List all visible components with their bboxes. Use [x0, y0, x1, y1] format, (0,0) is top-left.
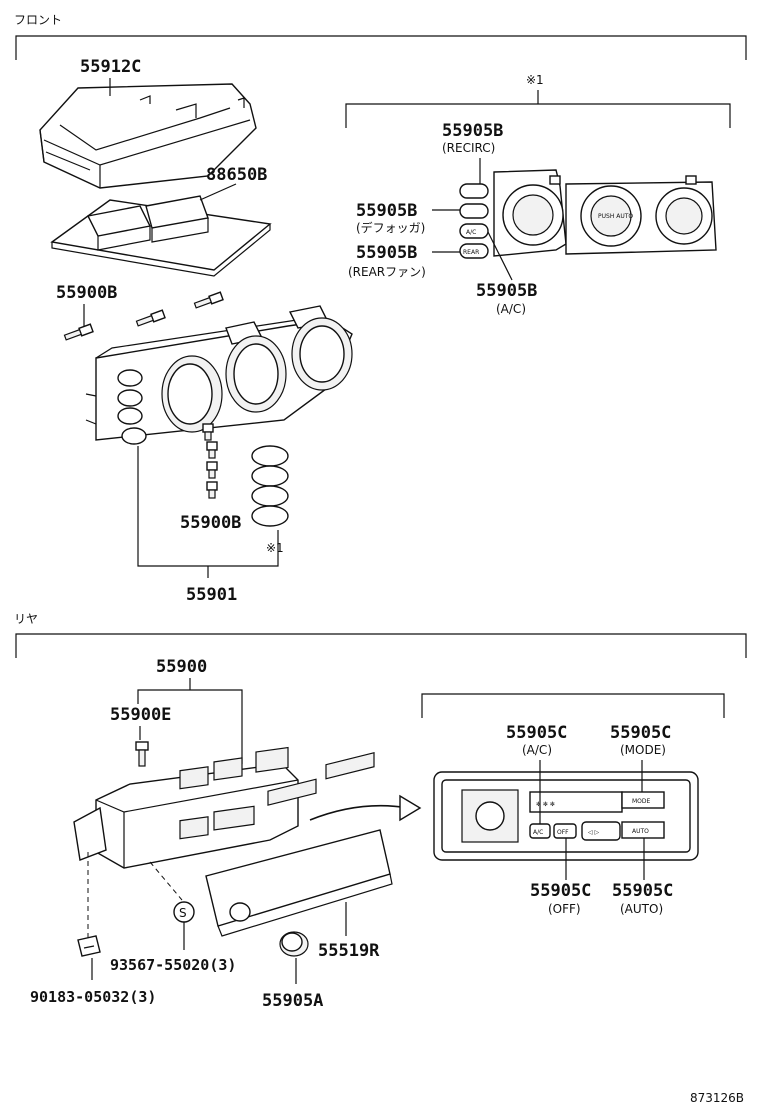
part-number-55905B-defog: 55905B: [356, 201, 417, 221]
bulb-icons: [202, 423, 218, 499]
section-label-rear: リヤ: [14, 612, 38, 626]
label-auto: (AUTO): [620, 902, 663, 916]
pointer-arrow: [309, 804, 409, 821]
label-recirc: (RECIRC): [442, 141, 495, 155]
part-number-55912C: 55912C: [80, 57, 141, 77]
button-cap-icons: [251, 445, 289, 527]
inset-frame-rear: [421, 693, 725, 718]
leader-55900-bracket: [137, 689, 243, 764]
label-rearfan: (REARファン): [348, 265, 426, 279]
s-mark-label: S: [179, 906, 187, 920]
label-ac-front: (A/C): [496, 302, 526, 316]
part-number-55905B-rearfan: 55905B: [356, 243, 417, 263]
inset-button-ac: A/C: [466, 229, 476, 236]
part-number-55901: 55901: [186, 585, 237, 605]
part-number-93567: 93567-55020(3): [110, 956, 236, 974]
screw-icons-top: [63, 291, 224, 341]
part-number-55905C-auto: 55905C: [612, 881, 673, 901]
rear-inset-panel: ✻ ✻ ✻ MODE A/C OFF ◁ ▷ AUTO: [433, 771, 699, 861]
section-label-front: フロント: [14, 13, 62, 27]
inset-button-off: OFF: [557, 829, 569, 836]
leader-88650B: [199, 183, 237, 201]
front-frame: [15, 35, 747, 60]
cover-55912C: [39, 83, 257, 189]
inset-button-ac-rear: A/C: [533, 829, 543, 836]
part-number-55900B-bottom: 55900B: [180, 513, 241, 533]
svg-text:◁ ▷: ◁ ▷: [588, 829, 600, 836]
part-number-55905A: 55905A: [262, 991, 323, 1011]
part-number-88650B: 88650B: [206, 165, 267, 185]
rear-frame: [15, 633, 747, 658]
front-inset-buttons: A/C REAR: [459, 183, 489, 259]
part-number-55900: 55900: [156, 657, 207, 677]
note-mark-front-inset: ※1: [526, 73, 544, 87]
clip-icon: [77, 935, 101, 957]
svg-text:✻ ✻ ✻: ✻ ✻ ✻: [536, 801, 555, 808]
label-off: (OFF): [548, 902, 581, 916]
part-number-55905C-off: 55905C: [530, 881, 591, 901]
part-number-55905C-mode: 55905C: [610, 723, 671, 743]
dashed-line-screw: [149, 861, 183, 901]
screw-icon-rear: [135, 741, 149, 767]
inset-button-mode: MODE: [632, 798, 651, 805]
part-number-55900E: 55900E: [110, 705, 171, 725]
part-number-90183: 90183-05032(3): [30, 988, 156, 1006]
label-defog: (デフォッガ): [356, 220, 425, 235]
arrow-head-icon: [399, 794, 422, 822]
diagram-id: 873126B: [690, 1091, 744, 1105]
part-number-55900B-top: 55900B: [56, 283, 117, 303]
board-88650B: [50, 195, 272, 277]
label-mode: (MODE): [620, 743, 666, 757]
part-number-55519R: 55519R: [318, 941, 380, 961]
note-mark-front-caps: ※1: [266, 541, 284, 555]
inset-frame-front: [345, 90, 731, 128]
leader-ac-front: [487, 231, 513, 281]
knob-55905A: [279, 931, 309, 957]
rear-control-unit: [73, 746, 299, 869]
part-number-55905C-ac: 55905C: [506, 723, 567, 743]
label-ac-rear: (A/C): [522, 743, 552, 757]
inset-button-rear: REAR: [463, 249, 479, 256]
front-control-assembly: [85, 305, 353, 445]
part-number-55905B-ac: 55905B: [476, 281, 537, 301]
part-number-55905B-recirc: 55905B: [442, 121, 503, 141]
front-inset-panel: PUSH AUTO: [493, 169, 717, 257]
inset-button-auto: AUTO: [632, 828, 649, 835]
inset-knob-label: PUSH AUTO: [598, 213, 633, 220]
faceplate-55519R: [205, 752, 393, 937]
